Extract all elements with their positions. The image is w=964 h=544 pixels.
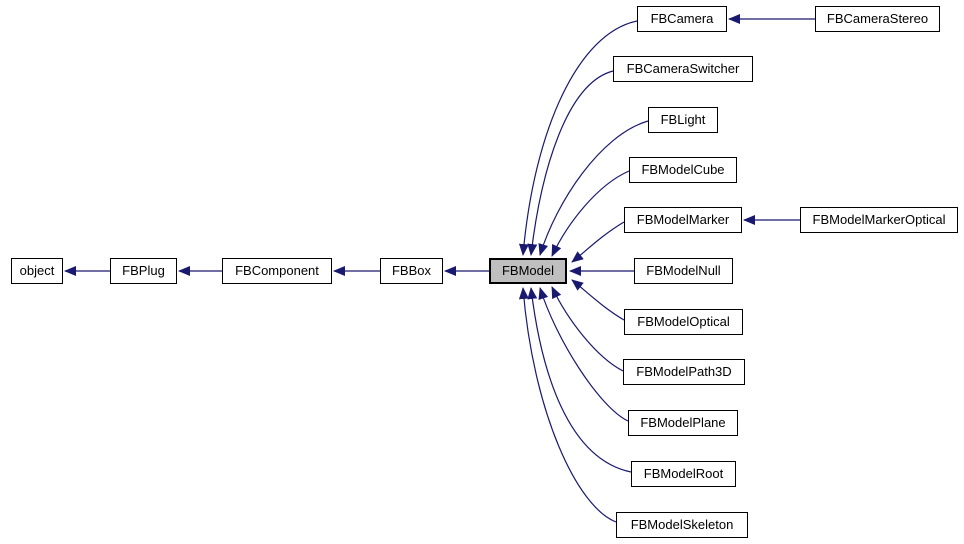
node-object[interactable]: object — [11, 258, 63, 284]
edge-fbmodelplane-fbmodel — [538, 287, 629, 422]
node-fbmodel-selected: FBModel — [489, 258, 567, 284]
node-fbcameraswitcher[interactable]: FBCameraSwitcher — [613, 56, 753, 82]
node-fbcomponent[interactable]: FBComponent — [222, 258, 332, 284]
node-fbmodelcube[interactable]: FBModelCube — [629, 157, 737, 183]
node-fbmodelskeleton[interactable]: FBModelSkeleton — [616, 512, 748, 538]
edge-fbmodelmarker-fbmodel — [571, 221, 625, 263]
edge-fbcamera-fbmodel — [518, 20, 638, 256]
node-fbmodelplane[interactable]: FBModelPlane — [628, 410, 738, 436]
node-fbmodelpath3d[interactable]: FBModelPath3D — [623, 359, 745, 385]
edge-fbmodelpath3d-fbmodel — [551, 286, 624, 372]
edge-fbmodelroot-fbmodel — [527, 287, 632, 473]
edge-fbmodelskeleton-fbmodel — [518, 287, 617, 523]
edge-fbmodelcube-fbmodel — [551, 170, 630, 257]
edge-fbmodeloptical-fbmodel — [571, 279, 625, 321]
node-fbmodeloptical[interactable]: FBModelOptical — [624, 309, 743, 335]
node-fbmodelmarkeroptical[interactable]: FBModelMarkerOptical — [800, 207, 958, 233]
node-fbcamerastereo[interactable]: FBCameraStereo — [815, 6, 940, 32]
node-fbmodelroot[interactable]: FBModelRoot — [631, 461, 736, 487]
edge-fbcameraswitcher-fbmodel — [527, 70, 614, 256]
edge-fblight-fbmodel — [538, 120, 649, 256]
node-fbmodelmarker[interactable]: FBModelMarker — [624, 207, 742, 233]
node-fblight[interactable]: FBLight — [648, 107, 718, 133]
node-fbmodelnull[interactable]: FBModelNull — [634, 258, 733, 284]
node-fbcamera[interactable]: FBCamera — [637, 6, 727, 32]
node-fbplug[interactable]: FBPlug — [110, 258, 177, 284]
node-fbbox[interactable]: FBBox — [380, 258, 443, 284]
